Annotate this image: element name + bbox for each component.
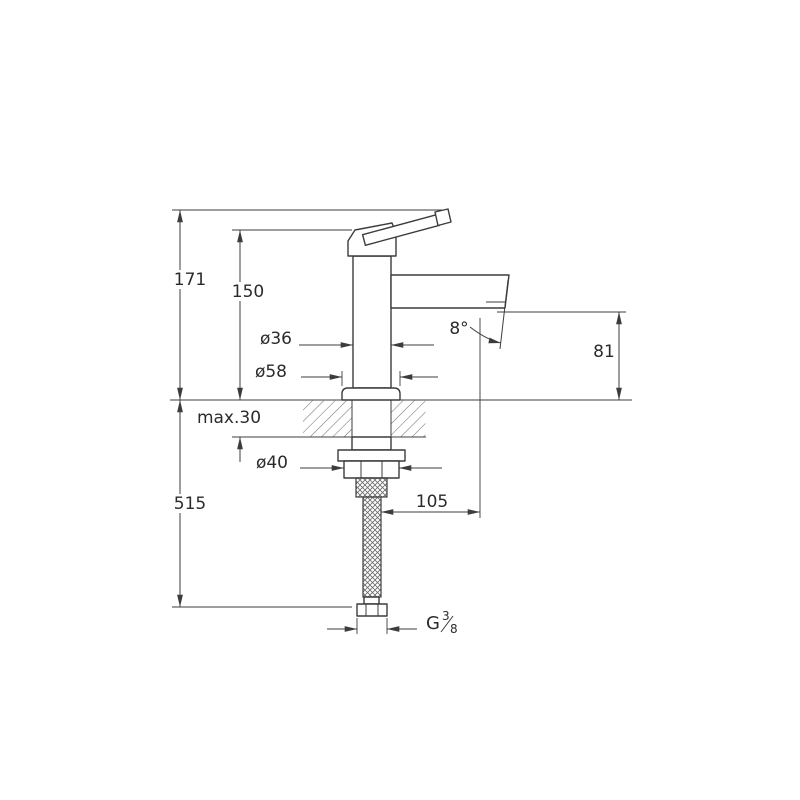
dimension-arc-angle xyxy=(469,326,502,344)
handle-knob xyxy=(434,208,452,227)
hose-end-collar xyxy=(363,596,380,605)
thread-denominator-label: 8 xyxy=(450,622,458,636)
dim-outlet-height-label: 81 xyxy=(593,342,615,362)
threaded-shank xyxy=(355,477,388,498)
faucet-body xyxy=(352,255,392,389)
dim-body-height-label: 150 xyxy=(232,282,264,302)
flexible-hose xyxy=(362,496,382,598)
faucet-spout xyxy=(390,274,510,309)
dimension-lines xyxy=(177,210,622,632)
label-background xyxy=(171,270,209,289)
dim-counter-max-label: max.30 xyxy=(197,408,261,428)
dim-spout-reach-label: 105 xyxy=(416,492,448,512)
base-flange xyxy=(341,387,401,401)
dim-hole-diameter-label: ø40 xyxy=(256,453,288,473)
label-background xyxy=(229,282,267,301)
label-background xyxy=(171,494,209,513)
dim-spout-angle-label: 8° xyxy=(449,319,468,339)
dim-body-diameter-label: ø36 xyxy=(260,329,292,349)
mounting-washer xyxy=(337,449,406,462)
counter-hatch-right xyxy=(391,400,426,437)
faucet-outline xyxy=(337,208,510,617)
dimension-labels: 171 150 ø36 ø58 max.30 ø40 515 105 81 8°… xyxy=(171,270,615,636)
thread-prefix-label: G xyxy=(426,613,440,634)
dim-below-deck-label: 515 xyxy=(174,494,206,514)
thread-fraction-slash xyxy=(440,615,454,633)
hose-end-nut xyxy=(356,603,388,617)
counter-hatch-left xyxy=(303,400,352,437)
dim-base-diameter-label: ø58 xyxy=(255,362,287,382)
label-background xyxy=(194,408,264,427)
spout-angle-face-line xyxy=(499,279,509,350)
thread-numerator-label: 3 xyxy=(442,609,450,623)
extension-lines xyxy=(170,209,632,634)
dim-total-height-label: 171 xyxy=(174,270,206,290)
countertop-section xyxy=(303,400,426,437)
shank-below-counter xyxy=(351,436,392,451)
dim-thread-label: G 3 8 xyxy=(426,609,458,636)
mounting-nut xyxy=(343,460,400,479)
